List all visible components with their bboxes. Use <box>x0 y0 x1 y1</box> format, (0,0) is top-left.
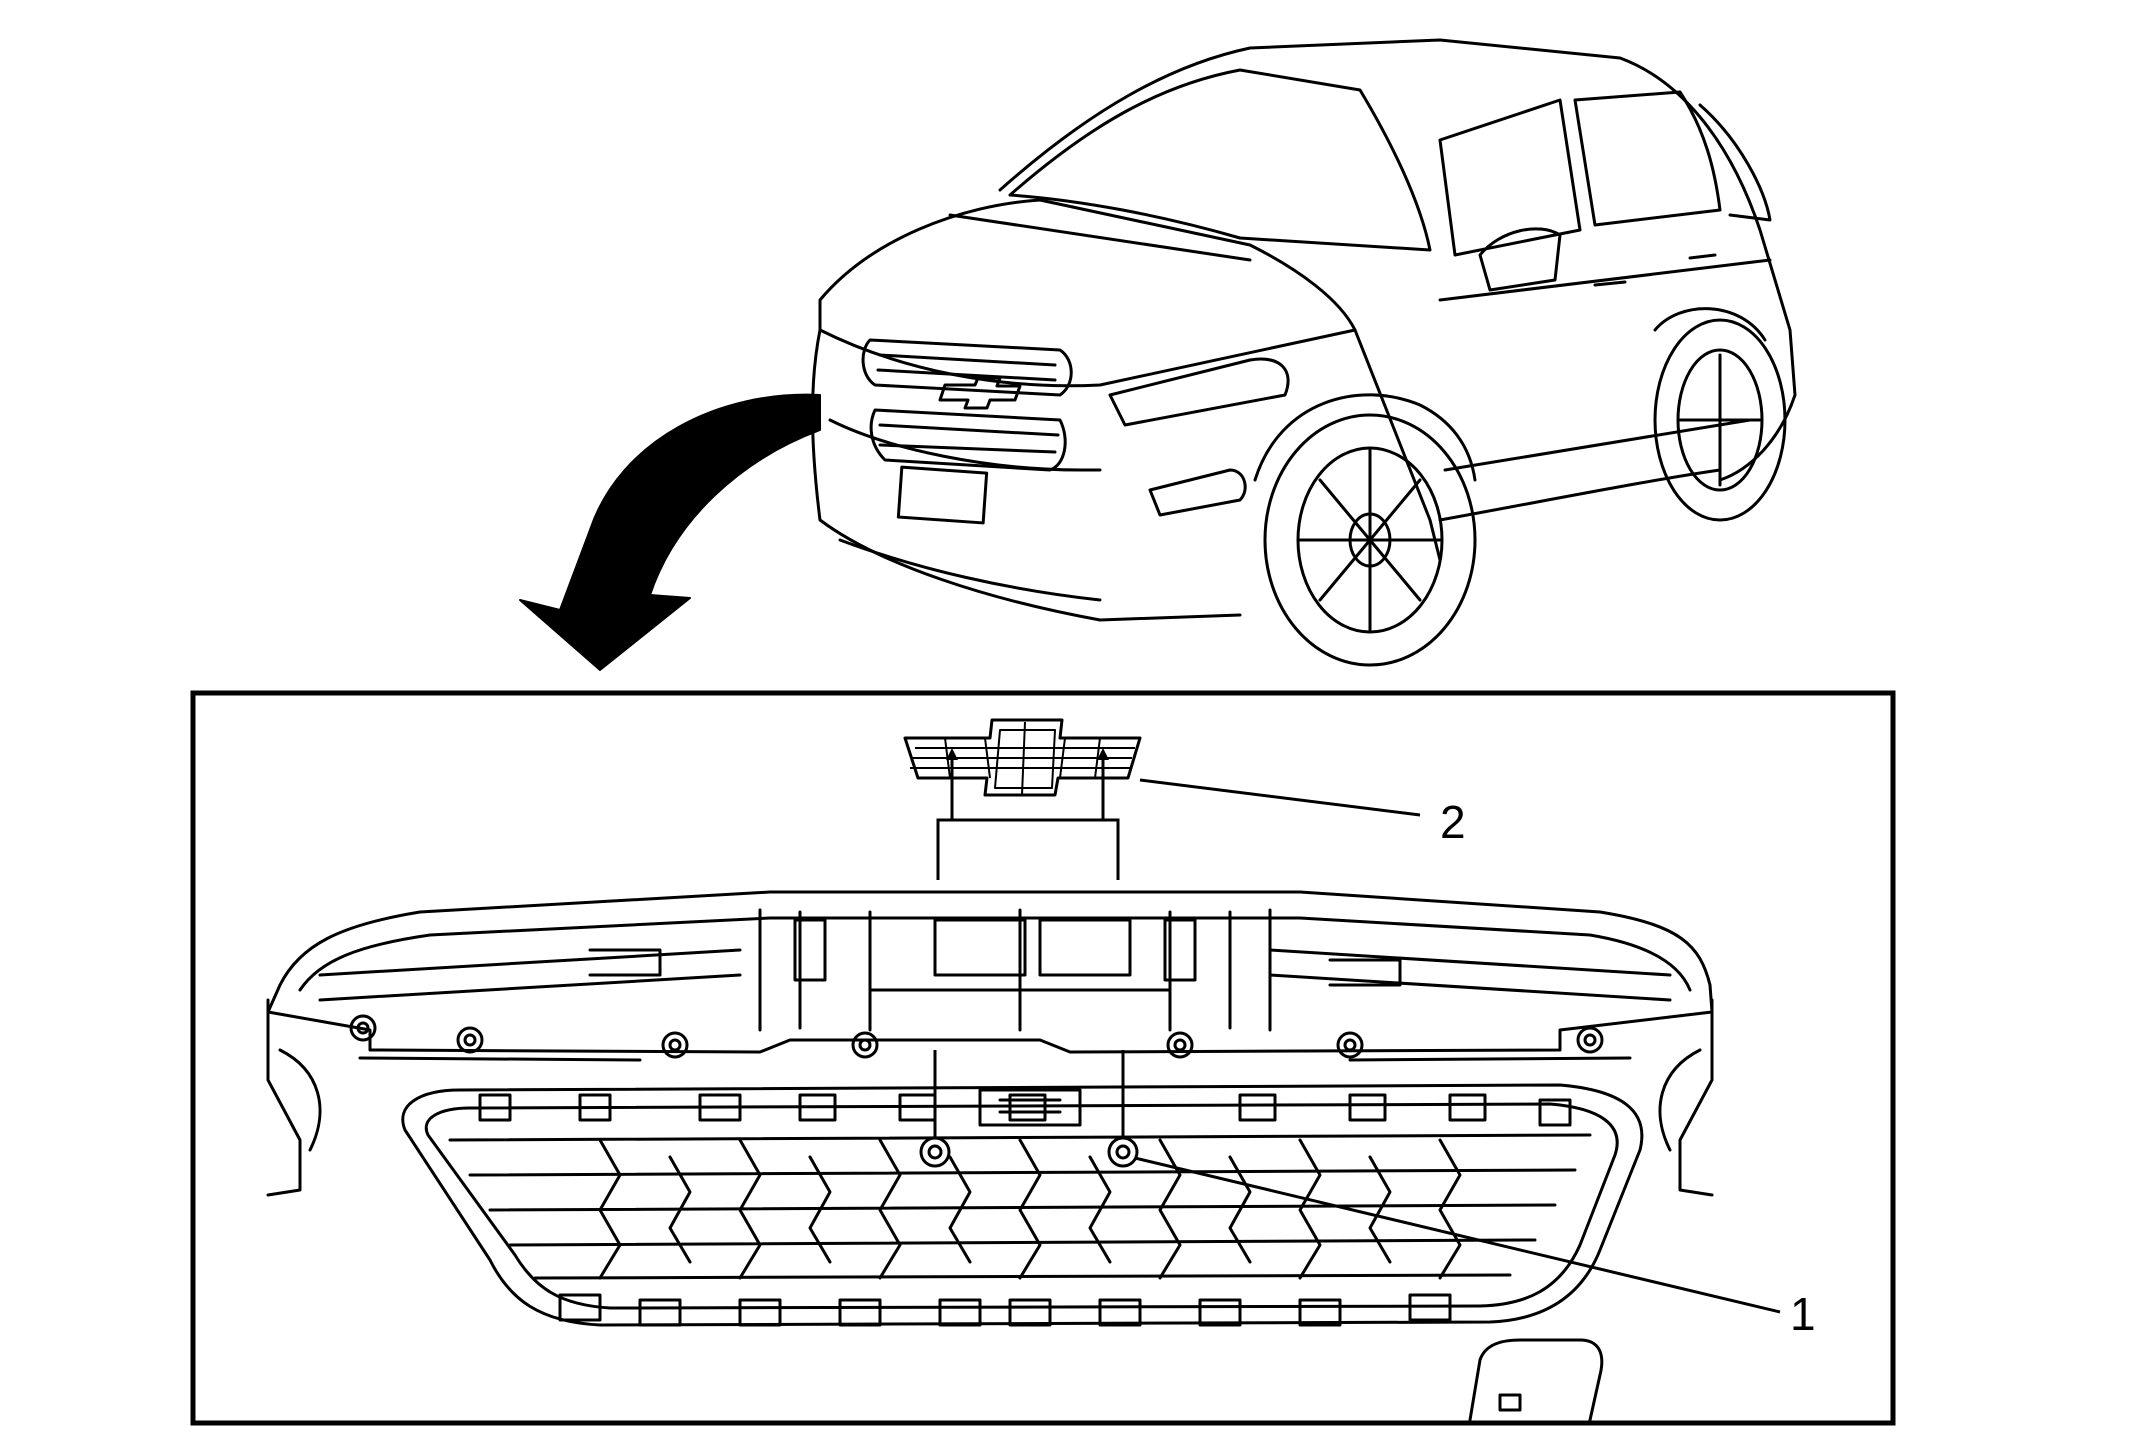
callout-2: 2 <box>1440 796 1466 848</box>
callout-1: 1 <box>1790 1288 1816 1340</box>
pointer-arrow <box>519 393 821 671</box>
leader-line-2 <box>1139 778 1421 817</box>
leader-line-1 <box>1134 1156 1781 1314</box>
vehicle-illustration <box>811 38 1797 667</box>
emblem-mounting-lines <box>933 760 1125 1138</box>
detail-frame <box>190 690 1896 1426</box>
vehicle-emblem <box>938 376 1022 410</box>
leader-lines <box>1134 778 1781 1314</box>
grille-assembly <box>266 890 1714 1422</box>
vehicle-upper-grille <box>861 338 1073 397</box>
emblem-mounting-arrows <box>946 748 1109 760</box>
